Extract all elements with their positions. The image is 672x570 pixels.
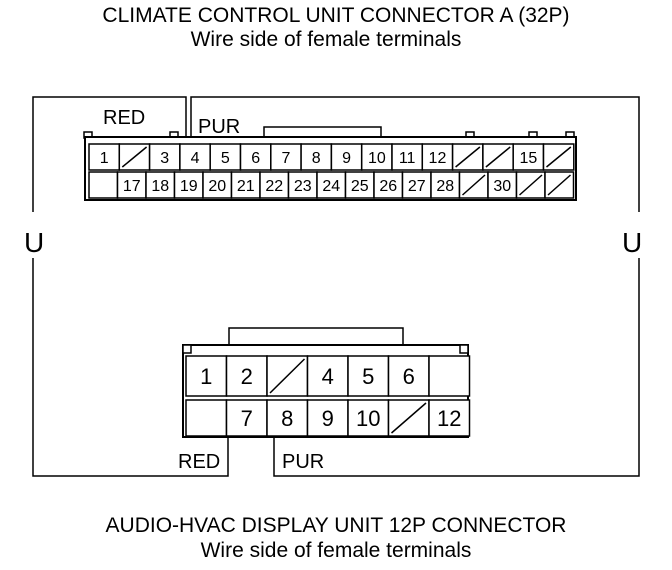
connector-b-row1-terminal-label: 6 bbox=[403, 364, 415, 389]
connector-a: 1 3 4 5 6 7 8 9 10 11 12 15 17 18 19 20 21 22 23 24 25 26 27 2… bbox=[83, 126, 577, 201]
break-symbol-left: U bbox=[24, 227, 44, 258]
connector-b-row1-cell bbox=[428, 355, 471, 397]
connector-a-row1-terminal-label: 6 bbox=[251, 150, 260, 167]
connector-b-latch bbox=[459, 344, 469, 354]
connector-a-row1-unused-slash bbox=[121, 146, 148, 168]
connector-b-title: AUDIO-HVAC DISPLAY UNIT 12P CONNECTOR bbox=[105, 514, 567, 537]
connector-a-row1-terminal-label: 7 bbox=[281, 150, 290, 167]
connector-b-row2-terminal-label: 10 bbox=[356, 406, 380, 431]
connector-a-lock-tab bbox=[263, 126, 382, 138]
connector-b-lock-tab bbox=[228, 327, 404, 347]
connector-a-row1-terminal-label: 15 bbox=[519, 150, 537, 167]
connector-a-pur-label: PUR bbox=[198, 116, 240, 138]
connector-a-row1-terminal-label: 10 bbox=[368, 150, 386, 167]
connector-a-row2-cell bbox=[287, 171, 318, 199]
connector-a-row1-cell bbox=[270, 143, 302, 171]
connector-a-red-label: RED bbox=[103, 107, 145, 129]
connector-a-row2-terminal-label: 22 bbox=[265, 178, 283, 195]
connector-a-row2-cell bbox=[230, 171, 261, 199]
connector-b-row1-cell bbox=[185, 355, 228, 397]
connector-b-latch bbox=[182, 344, 192, 354]
connector-a-row1-cell bbox=[88, 143, 121, 171]
connector-a-row2-terminal-label: 20 bbox=[208, 178, 226, 195]
connector-a-row1-terminal-label: 8 bbox=[312, 150, 321, 167]
connector-a-row1-unused-slash bbox=[546, 146, 572, 168]
connector-a-row2-cell bbox=[316, 171, 347, 199]
connector-b-row1-terminal-label: 2 bbox=[241, 364, 253, 389]
connector-a-row2-terminal-label: 26 bbox=[379, 178, 397, 195]
connector-b-row2-terminal-label: 12 bbox=[437, 406, 461, 431]
pur-wire-path bbox=[190, 96, 640, 477]
connector-b-row1-terminal-label: 1 bbox=[200, 364, 212, 389]
connector-b-row2-cell bbox=[428, 399, 471, 437]
connector-b-row1-terminal-label: 4 bbox=[322, 364, 334, 389]
connector-b-row2-terminal-label: 8 bbox=[281, 406, 293, 431]
connector-a-row2-unused-slash bbox=[547, 174, 571, 196]
connector-b-subtitle: Wire side of female terminals bbox=[200, 539, 472, 562]
connector-a-row1-terminal-label: 4 bbox=[191, 150, 200, 167]
red-wire-path bbox=[32, 96, 229, 477]
connector-a-row2-terminal-label: 18 bbox=[151, 178, 169, 195]
connector-a-row2-cell bbox=[202, 171, 233, 199]
connector-a-row2-cell bbox=[88, 171, 119, 199]
connector-a-row2-terminal-label: 21 bbox=[237, 178, 255, 195]
connector-a-row2-unused-slash bbox=[519, 174, 543, 196]
connector-a-row2-terminal-label: 17 bbox=[123, 178, 141, 195]
connector-a-row1-terminal-label: 12 bbox=[429, 150, 447, 167]
connector-b-pur-label: PUR bbox=[282, 451, 324, 473]
connector-a-row2-terminal-label: 24 bbox=[322, 178, 340, 195]
connector-b-row2-terminal-label: 9 bbox=[322, 406, 334, 431]
connector-b-row2-terminal-label: 7 bbox=[241, 406, 253, 431]
connector-b-row2-cell bbox=[225, 399, 268, 437]
connector-a-row1-cell bbox=[330, 143, 363, 171]
connector-b-row1-terminal-label: 5 bbox=[362, 364, 374, 389]
connector-b-row1-cell bbox=[225, 355, 268, 397]
connector-a-row2-terminal-label: 23 bbox=[294, 178, 312, 195]
connector-a-row2-terminal-label: 19 bbox=[180, 178, 198, 195]
connector-a-row1-unused-slash bbox=[485, 146, 511, 168]
connector-a-row2-cell bbox=[259, 171, 290, 199]
connector-b-row2-cell bbox=[185, 399, 228, 437]
connector-a-row2-terminal-label: 30 bbox=[493, 178, 511, 195]
connector-a-row1-cell bbox=[421, 143, 454, 171]
connector-a-row1-terminal-label: 3 bbox=[160, 150, 169, 167]
connector-a-row1-terminal-label: 11 bbox=[399, 150, 416, 167]
connector-b-row2-cell bbox=[306, 399, 349, 437]
connector-a-row2-unused-slash bbox=[462, 174, 486, 196]
connector-b-row2-unused-slash bbox=[391, 402, 427, 434]
connector-a-row1-terminal-label: 9 bbox=[342, 150, 351, 167]
connector-a-subtitle: Wire side of female terminals bbox=[190, 28, 462, 51]
connector-a-row1-terminal-label: 5 bbox=[221, 150, 230, 167]
connector-b-row1-unused-slash bbox=[269, 358, 306, 394]
connector-a-row1-unused-slash bbox=[455, 146, 481, 168]
connector-a-row1-terminal-label: 1 bbox=[100, 150, 109, 167]
connector-b-row2-cell bbox=[266, 399, 309, 437]
break-symbol-right: U bbox=[622, 227, 642, 258]
connector-a-row2-terminal-label: 25 bbox=[351, 178, 369, 195]
connector-b-red-label: RED bbox=[178, 451, 220, 473]
connector-a-title: CLIMATE CONTROL UNIT CONNECTOR A (32P) bbox=[102, 4, 570, 27]
connector-a-row2-terminal-label: 28 bbox=[436, 178, 454, 195]
connector-a-row2-terminal-label: 27 bbox=[408, 178, 426, 195]
connector-a-row1-cell bbox=[360, 143, 393, 171]
